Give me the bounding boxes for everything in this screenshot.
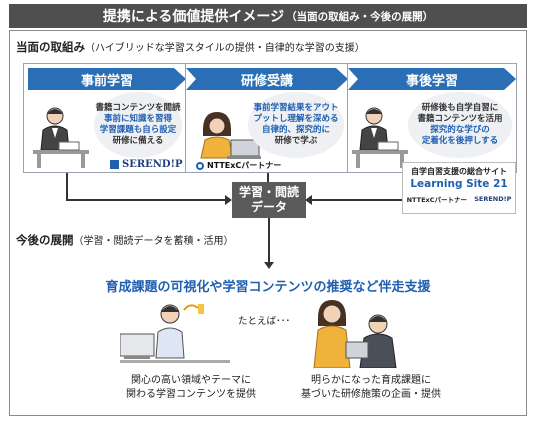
page-subtitle: （当面の取組み・今後の展開）	[286, 10, 434, 23]
desc-line: 研修に備える	[112, 136, 164, 146]
desc-line: 研修後も自学自習に	[421, 103, 499, 113]
caption-line: 明らかになった育成課題に	[311, 375, 431, 386]
ntt-logo: NTTExCパートナー	[196, 160, 281, 171]
person-studying-icon	[352, 107, 408, 168]
step-label-training: 研修受講	[186, 68, 348, 90]
desc-line: 事前学習結果をアウト	[253, 103, 339, 113]
future-caption-2: 明らかになった育成課題に 基づいた研修施策の企画・提供	[296, 374, 446, 402]
person-laptop-icon	[200, 112, 261, 159]
arrowhead-icon	[264, 262, 274, 269]
step-desc-training: 事前学習結果をアウト プットし理解を深める 自律的、探究的に 研修で学ぶ	[248, 92, 344, 158]
page-title: 提携による価値提供イメージ	[102, 9, 285, 25]
future-title-text: 今後の展開	[16, 233, 74, 247]
desc-line: 書籍コンテンツを閲読	[95, 103, 181, 113]
future-section-title: 今後の展開（学習・閲読データを蓄積・活用）	[16, 232, 234, 248]
diagram-frame	[9, 30, 527, 416]
desc-line: 自律的、探究的に	[261, 125, 330, 135]
serendip-logo-text: SEREND!P	[122, 159, 183, 170]
future-headline: 育成課題の可視化や学習コンテンツの推奨など伴走支援	[105, 280, 431, 295]
learning-site-box: 自学自習支援の総合サイト Learning Site 21 NTTExCパートナ…	[402, 162, 516, 214]
desc-line: 書籍コンテンツを活用	[417, 114, 503, 124]
future-caption-1: 関心の高い領域やテーマに 関わる学習コンテンツを提供	[122, 374, 260, 402]
ntt-small-logo: NTTExCパートナー	[406, 196, 467, 204]
learning-site-name: Learning Site 21	[410, 178, 508, 190]
serendip-mark-icon	[110, 160, 119, 169]
desc-line: 事前に知識を習得	[103, 114, 172, 124]
data-box-line: 学習・閲読	[238, 185, 299, 199]
caption-line: 関わる学習コンテンツを提供	[126, 389, 256, 400]
arrowhead-icon	[305, 195, 312, 205]
learning-site-caption: 自学自習支援の総合サイト	[411, 167, 507, 176]
consultation-icon	[313, 300, 397, 368]
desc-line: 研修で学ぶ	[274, 136, 318, 146]
current-title-text: 当面の取組み	[16, 40, 85, 54]
step-desc-pre: 書籍コンテンツを閲読 事前に知識を習得 学習課題も自ら設定 研修に備える	[94, 92, 182, 158]
serendip-small-logo: SEREND!P	[474, 195, 512, 203]
caption-line: 基づいた研修施策の企画・提供	[301, 389, 441, 400]
current-section-title: 当面の取組み（ハイブリッドな学習スタイルの提供・自律的な学習の支援）	[16, 39, 365, 55]
ntt-logo-text: NTTExCパートナー	[207, 161, 282, 170]
current-note: （ハイブリッドな学習スタイルの提供・自律的な学習の支援）	[85, 43, 365, 54]
caption-line: 関心の高い領域やテーマに	[131, 375, 251, 386]
desc-line: 探究的な学びの	[430, 125, 490, 135]
data-box-line: データ	[250, 200, 287, 214]
step-label-post: 事後学習	[348, 68, 516, 90]
connector-line	[267, 173, 269, 182]
connector-line	[268, 218, 270, 263]
desc-line: 定着化を後押しする	[421, 136, 499, 146]
person-reading-icon	[33, 107, 89, 168]
ntt-mark-icon	[196, 161, 204, 170]
desc-line: プットし理解を深める	[253, 114, 339, 124]
serendip-logo: SEREND!P	[110, 159, 183, 170]
step-label-pre: 事前学習	[28, 68, 186, 90]
step-desc-post: 研修後も自学自習に 書籍コンテンツを活用 探究的な学びの 定着化を後押しする	[408, 92, 512, 158]
desc-line: 学習課題も自ら設定	[99, 125, 177, 135]
person-computer-icon	[120, 304, 230, 363]
future-note: （学習・閲読データを蓄積・活用）	[73, 236, 234, 247]
connector-line	[66, 199, 226, 201]
arrowhead-icon	[225, 195, 232, 205]
connector-line	[312, 199, 402, 201]
learning-data-box: 学習・閲読 データ	[232, 182, 306, 218]
page-header: 提携による価値提供イメージ （当面の取組み・今後の展開）	[9, 4, 527, 28]
connector-line	[66, 173, 68, 200]
example-label: たとえば･･･	[238, 316, 291, 327]
learning-site-logos: NTTExCパートナー SEREND!P	[403, 194, 515, 204]
